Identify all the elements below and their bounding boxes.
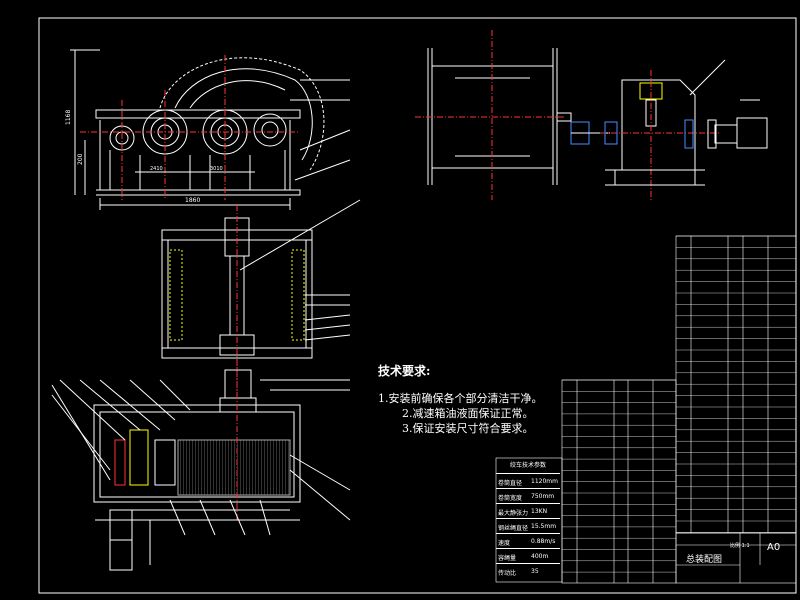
dim-span-2: 3010	[210, 166, 223, 172]
param-value: 13KN	[531, 508, 548, 515]
param-row: 传动比 35	[496, 563, 560, 579]
param-key: 卷筒宽度	[498, 495, 523, 502]
tech-req-item: 1.安装前确保各个部分清洁干净。	[378, 392, 543, 405]
top-drum-view	[415, 30, 610, 200]
param-table-title: 绞车技术参数	[509, 462, 546, 469]
drawing-frame	[38, 17, 797, 594]
reducer-side-view	[600, 59, 768, 200]
dim-span-1: 2410	[150, 166, 163, 172]
param-row: 容绳量 400m	[496, 548, 560, 564]
front-view-gearbox	[70, 49, 351, 210]
param-table-frame	[495, 457, 563, 583]
param-row: 卷筒宽度 750mm	[496, 488, 560, 504]
drum-section-view	[161, 199, 361, 400]
param-key: 容绳量	[498, 555, 517, 562]
param-value: 15.5mm	[531, 523, 557, 530]
dim-front-height: 1168	[65, 110, 72, 125]
drawing-scale: 比例 1:1	[730, 543, 750, 549]
title-block-frame	[675, 532, 797, 584]
param-value: 1120mm	[531, 478, 558, 485]
tech-req-heading: 技术要求:	[378, 364, 431, 378]
param-value: 750mm	[531, 493, 555, 500]
param-value: 0.88m/s	[531, 538, 556, 545]
param-value: 35	[531, 568, 539, 575]
sheet-size: A0	[767, 542, 781, 553]
param-value: 400m	[531, 553, 549, 560]
param-key: 卷筒直径	[498, 480, 523, 487]
param-key: 传动比	[498, 570, 517, 577]
param-row: 速度 0.88m/s	[496, 533, 560, 549]
parts-list-rows	[562, 235, 796, 573]
drawing-title: 总装配图	[686, 555, 723, 565]
param-key: 速度	[498, 540, 511, 547]
param-row: 卷筒直径 1120mm	[496, 473, 560, 489]
technical-requirements: 技术要求: 1.安装前确保各个部分清洁干净。 2.减速箱油液面保证正常。 3.保…	[378, 362, 543, 436]
reducer-section-view	[51, 360, 351, 571]
param-key: 最大静张力	[498, 510, 528, 517]
dim-front-width: 1860	[185, 197, 200, 204]
tech-req-item: 2.减速箱油液面保证正常。	[402, 407, 534, 420]
parts-list-table	[561, 235, 797, 584]
dim-left-gap: 200	[77, 153, 84, 165]
param-key: 钢丝绳直径	[498, 525, 528, 532]
tech-req-item: 3.保证安装尺寸符合要求。	[402, 422, 534, 435]
